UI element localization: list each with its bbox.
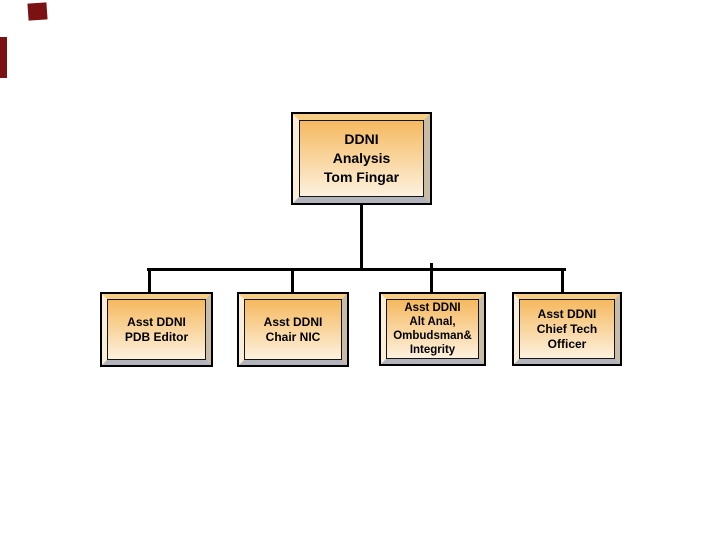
node-text-line: Asst DDNI [127,314,186,329]
org-node-pdb-editor: Asst DDNI PDB Editor [100,292,213,367]
org-node-chief-tech-officer: Asst DDNI Chief Tech Officer [512,292,622,366]
org-node-alt-anal-ombudsman: Asst DDNI Alt Anal, Ombudsman& Integrity [379,292,486,366]
node-text-line: Chair NIC [265,329,321,344]
node-text-line: Alt Anal, [409,316,456,328]
node-face: Asst DDNI Chair NIC [244,299,342,360]
node-bevel-frame: Asst DDNI Alt Anal, Ombudsman& Integrity [381,294,484,364]
node-text-line: Officer [547,336,587,351]
node-text-line: Chief Tech [536,321,598,336]
node-bevel-frame: Asst DDNI Chief Tech Officer [514,294,620,364]
node-text-line: Asst DDNI [263,314,323,329]
slide-decor-square [27,2,48,21]
node-bevel-frame: DDNI Analysis Tom Fingar [293,114,430,203]
connector-drop-pdb-editor [148,270,151,294]
node-bevel-frame: Asst DDNI PDB Editor [102,294,211,365]
node-face: Asst DDNI PDB Editor [107,299,206,360]
org-node-ddni-analysis: DDNI Analysis Tom Fingar [291,112,432,205]
node-text-line: Integrity [409,344,456,356]
node-text-line: Asst DDNI [404,302,461,314]
connector-horizontal-rail [147,268,566,271]
node-bevel-frame: Asst DDNI Chair NIC [239,294,347,365]
connector-root-stem [360,204,363,269]
node-face: Asst DDNI Alt Anal, Ombudsman& Integrity [386,299,479,359]
connector-drop-chief-tech [561,270,564,294]
node-text-line: Ombudsman& [393,330,472,342]
node-face: Asst DDNI Chief Tech Officer [519,299,615,359]
node-text-line: Asst DDNI [537,306,597,321]
org-node-chair-nic: Asst DDNI Chair NIC [237,292,349,367]
node-text-line: Tom Fingar [323,169,400,185]
node-text-line: DDNI [344,131,379,147]
node-text-line: Analysis [332,150,391,166]
node-face: DDNI Analysis Tom Fingar [299,120,424,197]
slide-decor-left-bar [0,37,7,78]
node-text-line: PDB Editor [124,329,189,344]
connector-drop-chair-nic [291,270,294,294]
connector-drop-alt-anal [430,263,433,294]
